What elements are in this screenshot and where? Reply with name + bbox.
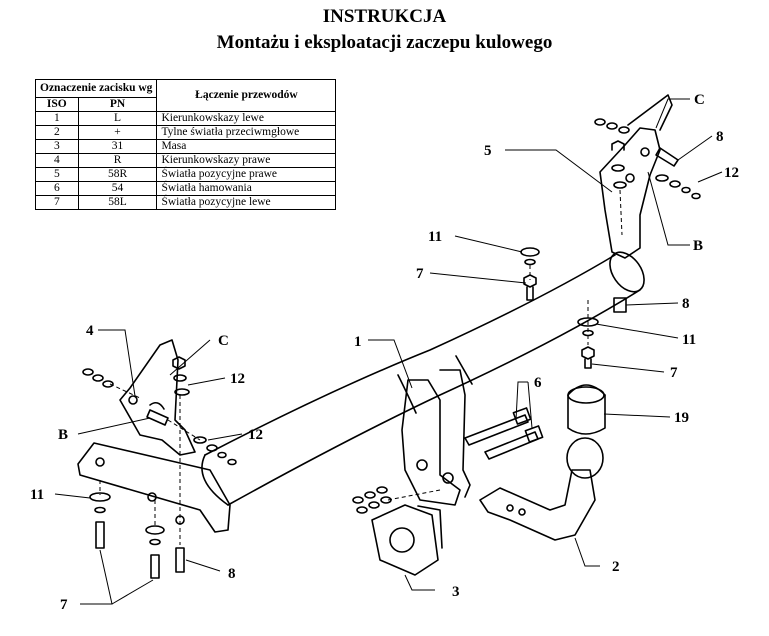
label-2: 2 [612,559,620,575]
desc-cell: Kierunkowskazy lewe [156,111,337,126]
side-bracket-left-part-4 [119,339,196,456]
label-4: 4 [86,323,94,339]
label-8-top: 8 [716,129,724,145]
label-11-mid: 11 [428,229,442,245]
header-connection: Łączenie przewodów [156,79,337,112]
label-12-a: 12 [230,371,245,387]
side-bracket-right-part-5 [599,94,673,259]
label-c-top: C [694,92,705,108]
crossbar-part-1 [201,251,645,506]
label-b-left: B [58,427,68,443]
label-c-left: C [218,333,229,349]
desc-cell: Tylne światła przeciwmgłowe [156,125,337,140]
leader-lines [54,98,723,605]
label-b-right: B [693,238,703,254]
bolts-part-6 [464,407,544,460]
ball-cap-part-19 [567,384,606,435]
label-12-b: 12 [248,427,263,443]
label-7-mid: 7 [416,266,424,282]
desc-cell: Światła pozycyjne prawe [156,167,337,182]
document-title: INSTRUKCJA [322,6,447,27]
ball-mount-bracket [401,369,471,506]
label-8-mid: 8 [682,296,690,312]
label-5: 5 [484,143,492,159]
label-1: 1 [354,334,362,350]
label-7-bottom: 7 [60,597,68,613]
pn-cell: 58L [77,195,158,210]
label-3: 3 [452,584,460,600]
document-subtitle: Montażu i eksploatacji zaczepu kulowego [216,32,553,53]
fastener-stack-socket [352,486,392,514]
label-8-bottom: 8 [228,566,236,582]
header-pn: PN [77,97,158,112]
fastener-stack-top [594,118,701,200]
socket-plate-part-3 [371,504,443,576]
callout-labels: C 8 12 B 5 11 7 8 11 7 1 6 19 4 C 12 B 1… [30,92,739,613]
label-11-right: 11 [682,332,696,348]
assembly-guides [99,189,623,545]
tow-ball-arm-part-2 [479,437,604,541]
label-6: 6 [534,375,542,391]
desc-cell: Światła pozycyjne lewe [156,195,337,210]
fastener-stack-left [82,356,237,579]
wiring-table: Oznaczenie zacisku wg Łączenie przewodów… [34,79,337,210]
label-11-left: 11 [30,487,44,503]
label-19: 19 [674,410,689,426]
label-12-top: 12 [724,165,739,181]
label-7-right: 7 [670,365,678,381]
mounting-plate-left [77,442,231,533]
